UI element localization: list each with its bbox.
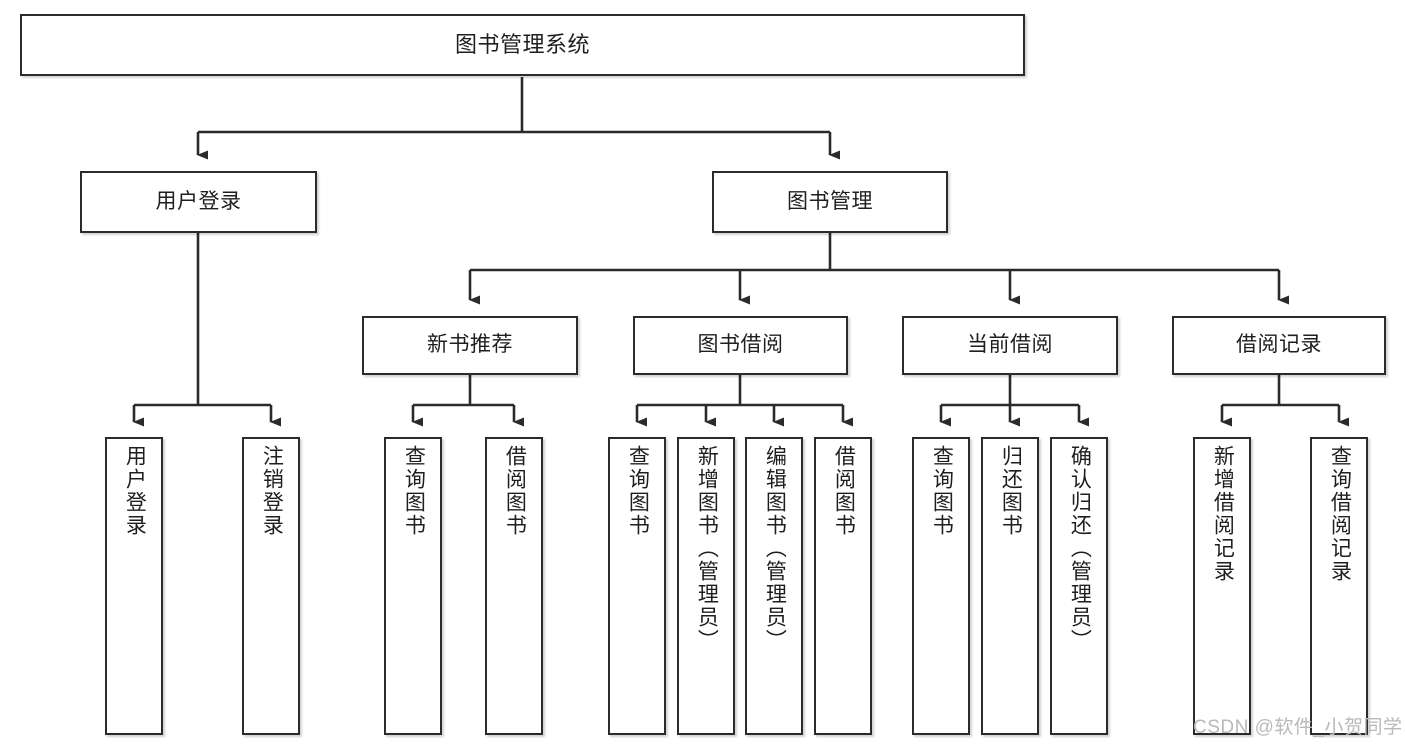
node-leaf-return-book-label: 归还图书	[999, 445, 1023, 537]
node-leaf-return-book[interactable]: 归还图书	[981, 437, 1039, 735]
node-leaf-query-book-1[interactable]: 查询图书	[384, 437, 442, 735]
node-book-borrow-label: 图书借阅	[697, 333, 784, 357]
node-root[interactable]: 图书管理系统	[20, 14, 1025, 76]
node-leaf-confirm-return-label: 确认归还（管理员）	[1068, 445, 1092, 652]
node-leaf-borrow-book-1[interactable]: 借阅图书	[485, 437, 543, 735]
node-leaf-add-record-label: 新增借阅记录	[1211, 445, 1235, 583]
node-leaf-borrow-book-2-label: 借阅图书	[832, 445, 856, 537]
node-leaf-query-book-3[interactable]: 查询图书	[912, 437, 970, 735]
node-leaf-user-login-label: 用户登录	[123, 445, 147, 537]
node-current-borrow[interactable]: 当前借阅	[902, 316, 1118, 375]
node-leaf-add-record[interactable]: 新增借阅记录	[1193, 437, 1251, 735]
node-current-borrow-label: 当前借阅	[967, 333, 1053, 357]
node-leaf-edit-book[interactable]: 编辑图书（管理员）	[745, 437, 803, 735]
node-root-label: 图书管理系统	[454, 32, 590, 58]
node-leaf-add-book-label: 新增图书（管理员）	[695, 445, 719, 652]
node-leaf-user-login[interactable]: 用户登录	[105, 437, 163, 735]
node-leaf-query-record-label: 查询借阅记录	[1328, 445, 1352, 583]
node-leaf-borrow-book-1-label: 借阅图书	[503, 445, 527, 537]
node-leaf-confirm-return[interactable]: 确认归还（管理员）	[1050, 437, 1108, 735]
node-leaf-borrow-book-2[interactable]: 借阅图书	[814, 437, 872, 735]
node-leaf-logout-login-label: 注销登录	[260, 445, 284, 537]
node-user-login-label: 用户登录	[155, 189, 242, 213]
node-borrow-record-label: 借阅记录	[1236, 333, 1322, 357]
node-leaf-query-book-1-label: 查询图书	[402, 445, 426, 537]
node-leaf-edit-book-label: 编辑图书（管理员）	[763, 445, 787, 652]
node-new-book-recommend[interactable]: 新书推荐	[362, 316, 578, 375]
node-leaf-query-book-2-label: 查询图书	[626, 445, 650, 537]
node-leaf-add-book[interactable]: 新增图书（管理员）	[677, 437, 735, 735]
node-borrow-record[interactable]: 借阅记录	[1172, 316, 1386, 375]
node-book-management-label: 图书管理	[787, 189, 873, 213]
node-user-login[interactable]: 用户登录	[80, 171, 317, 233]
node-leaf-query-record[interactable]: 查询借阅记录	[1310, 437, 1368, 735]
node-book-management[interactable]: 图书管理	[712, 171, 948, 233]
node-leaf-logout-login[interactable]: 注销登录	[242, 437, 300, 735]
node-book-borrow[interactable]: 图书借阅	[633, 316, 848, 375]
node-leaf-query-book-2[interactable]: 查询图书	[608, 437, 666, 735]
node-new-book-recommend-label: 新书推荐	[427, 333, 513, 357]
node-leaf-query-book-3-label: 查询图书	[930, 445, 954, 537]
watermark: CSDN @软件_小贺同学	[1193, 717, 1403, 738]
